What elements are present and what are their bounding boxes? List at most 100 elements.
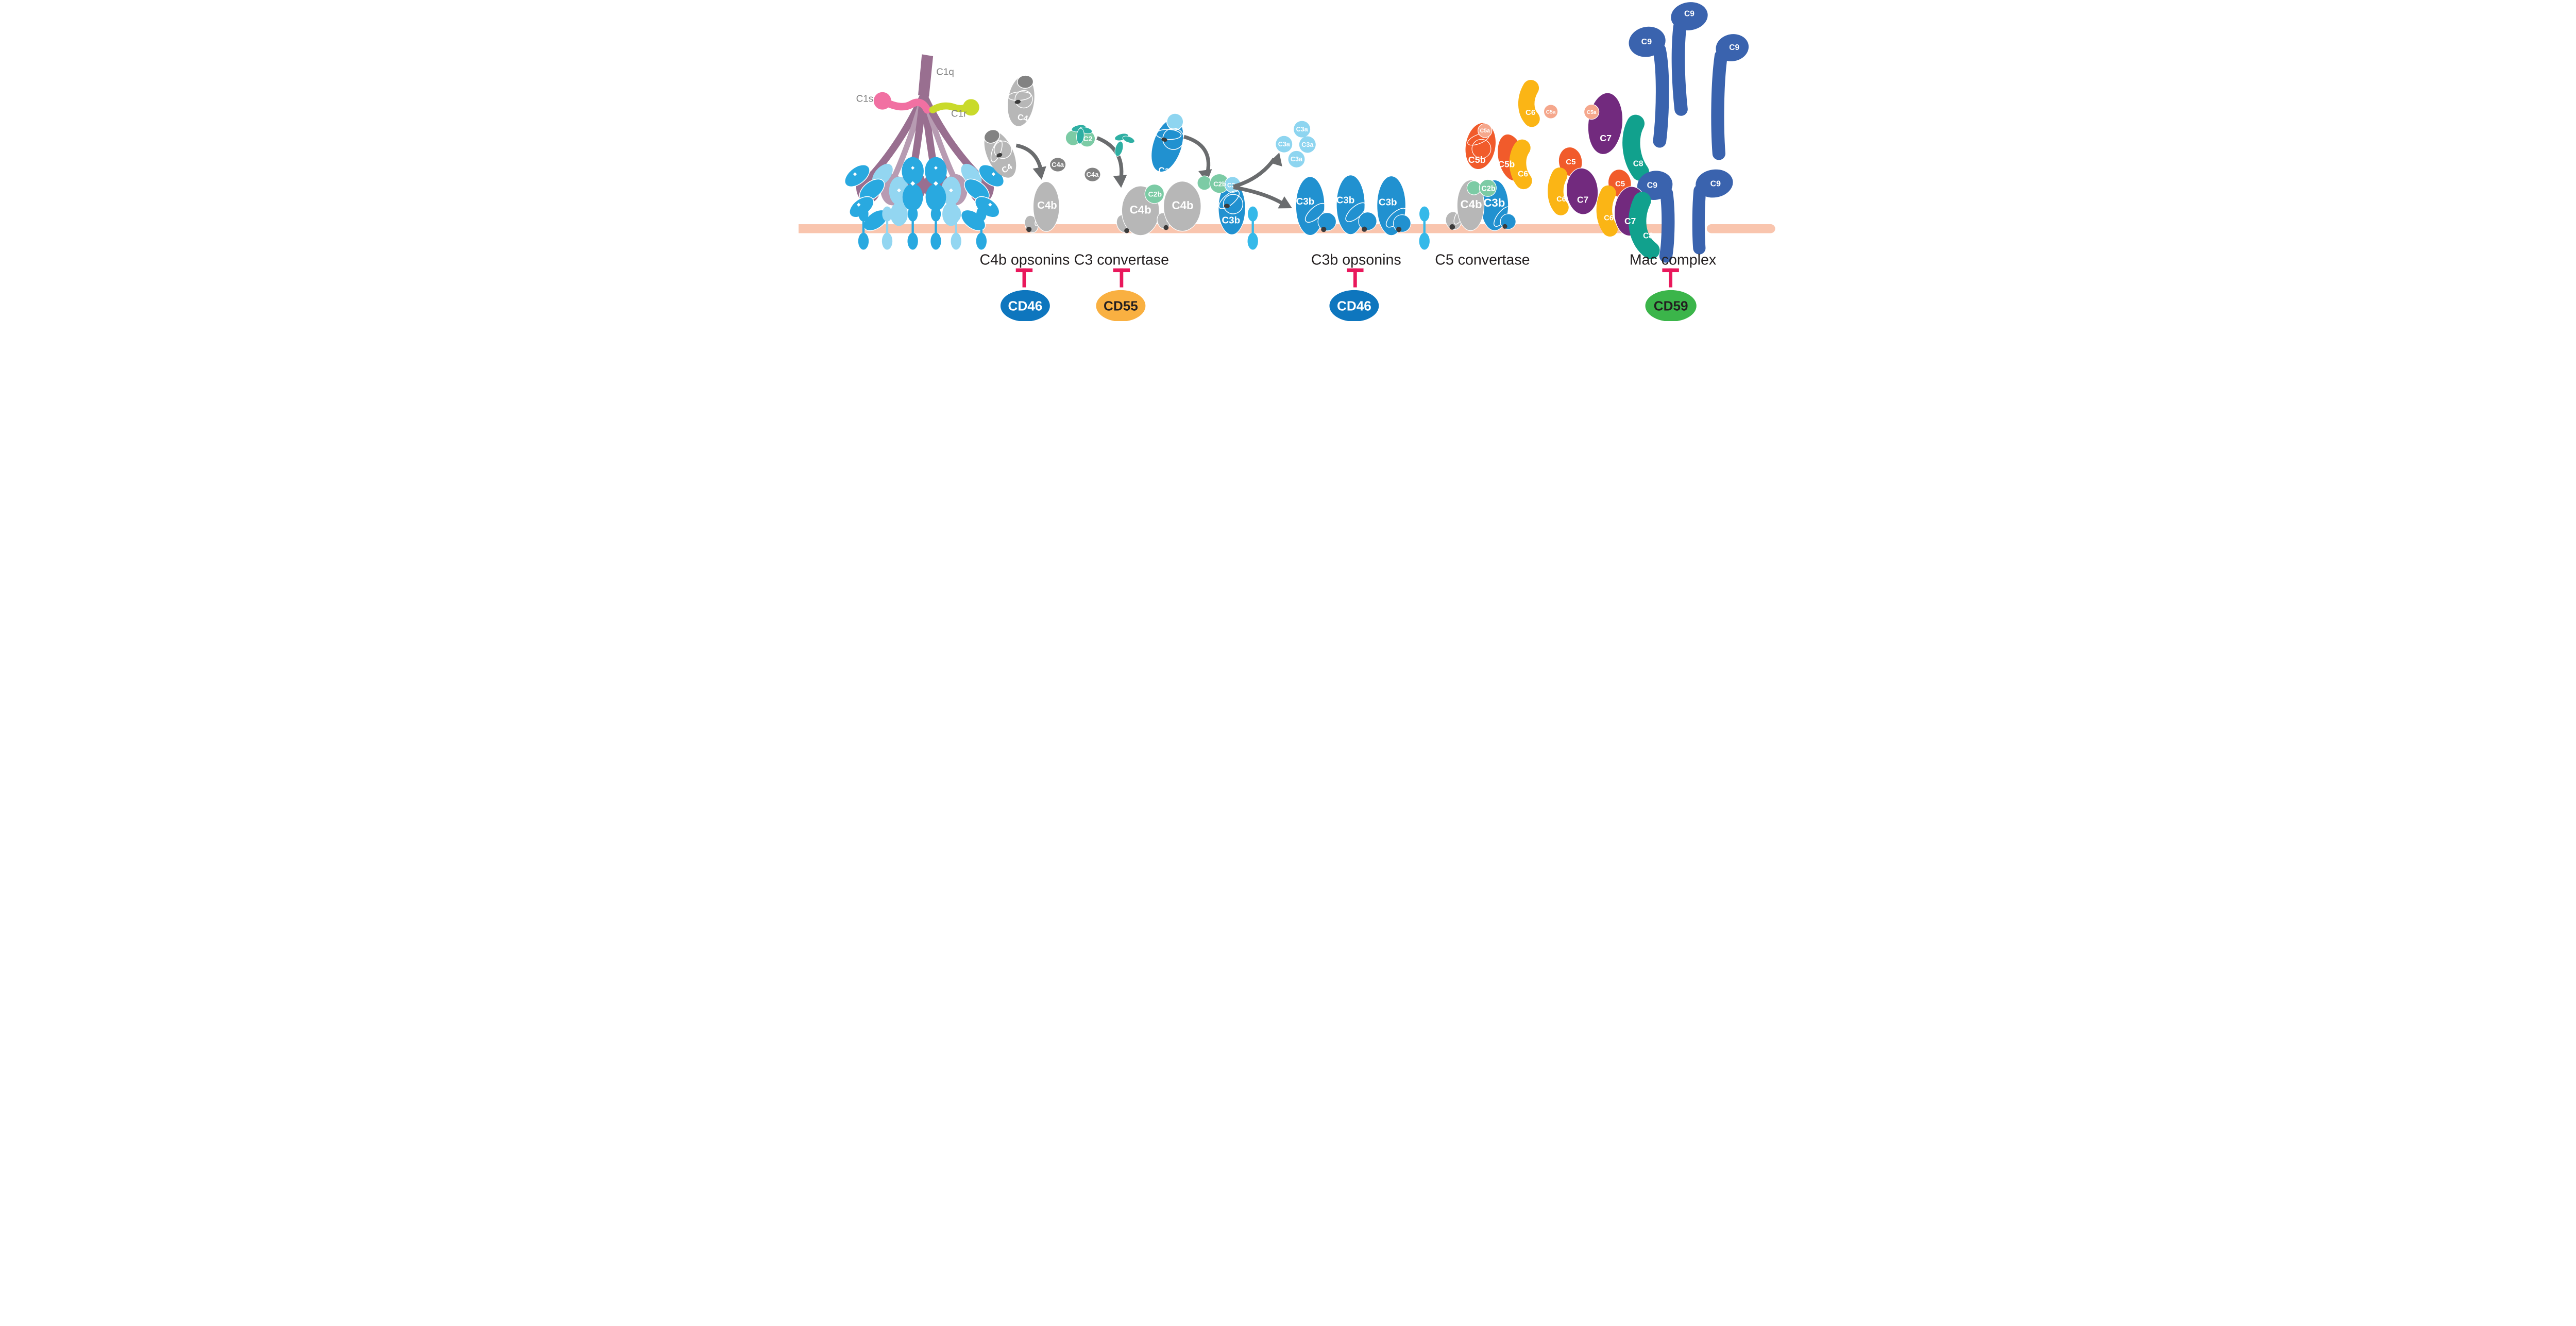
c3b-foot	[1358, 211, 1377, 231]
thioester-dot	[1321, 227, 1327, 232]
label-c5: C5	[1566, 158, 1575, 166]
thioester-dot	[1224, 204, 1230, 208]
c6-molecule	[1548, 167, 1569, 215]
label-c1s: C1s	[856, 93, 874, 104]
c4a-fragment: C4a	[1050, 158, 1066, 172]
c5a-fragment	[1583, 104, 1600, 120]
label-c5a: C5a	[1587, 110, 1597, 115]
c8-molecule	[1629, 192, 1660, 260]
antibody-cluster	[844, 157, 1005, 250]
label-c1r: C1r	[951, 108, 967, 119]
label-c2: C2	[1083, 135, 1093, 143]
label-c3a: C3a	[1278, 141, 1291, 148]
label-cd46: CD46	[1337, 298, 1371, 314]
c1q-stalk	[918, 54, 934, 97]
label-c8: C8	[1633, 160, 1643, 169]
label-c3a: C3a	[1301, 141, 1314, 148]
tbar-cd55	[1113, 268, 1130, 288]
label-c6: C6	[1518, 170, 1528, 179]
c1r-molecule	[929, 99, 979, 116]
c2b-subunit	[1479, 179, 1497, 197]
c4-head	[1016, 75, 1034, 89]
c2b-subunit	[1144, 183, 1165, 204]
c9-molecule: C9	[1692, 169, 1733, 255]
thioester-dot	[1124, 228, 1129, 233]
thioester-dot	[1449, 224, 1455, 230]
c3a-fragments: C3a C3a C3a C3a	[1276, 121, 1316, 167]
c9-molecule	[1637, 171, 1675, 263]
label-cd46: CD46	[1008, 298, 1042, 314]
badge-cd59: CD59	[1645, 290, 1697, 322]
complement-pathway-diagram: C1q C1s C1r	[799, 0, 1777, 322]
label-c8: C8	[1643, 232, 1653, 241]
fold-outline	[993, 140, 1012, 159]
caption-mac-complex: Mac complex	[1630, 252, 1716, 268]
thioester-dot	[1362, 226, 1367, 232]
antibody-column	[902, 157, 924, 213]
caption-c3-convertase: C3 convertase	[1074, 252, 1169, 268]
badge-cd46-2: CD46	[1329, 290, 1379, 322]
fold-outline	[1345, 202, 1367, 222]
arrow-c3-to-complex	[1183, 135, 1214, 183]
inhibition-tbars	[1015, 268, 1679, 288]
c5a-subunit	[1478, 123, 1493, 138]
c3b-opsonin: C3b	[1336, 174, 1377, 235]
antibody-fab	[844, 164, 870, 188]
c3b-opsonin: C3b	[1377, 175, 1411, 236]
c2a-fragment	[1114, 133, 1135, 157]
label-c7: C7	[1600, 133, 1612, 143]
fork-arrows	[1233, 150, 1296, 214]
label-c3b: C3b	[1336, 195, 1355, 206]
thioester-dot	[1502, 224, 1507, 229]
label-c9: C9	[1647, 181, 1658, 190]
thioester-dot	[996, 153, 1003, 158]
label-c1q: C1q	[936, 66, 954, 77]
label-c5b: C5b	[1498, 159, 1515, 170]
fold-outline	[1223, 194, 1244, 214]
c3-molecule	[1151, 113, 1184, 172]
thioester-dot	[1161, 137, 1167, 142]
label-c9: C9	[1684, 9, 1694, 18]
c3b-foot	[1317, 212, 1337, 231]
label-c3a: C3a	[1296, 126, 1309, 133]
c9-molecule: C9	[1671, 2, 1708, 116]
antibody-column	[925, 157, 947, 213]
mac-complex-assembly: C5 C6 C7 C5 C6 C7 C8 C9 C9	[1548, 146, 1733, 263]
caption-c4b-opsonins: C4b opsonins	[980, 252, 1070, 268]
label-c4b: C4b	[1037, 200, 1057, 211]
label-c3b: C3b	[1379, 197, 1397, 208]
inhibitor-badges: CD46 CD55 CD46 CD59	[1000, 290, 1697, 322]
label-c9: C9	[1710, 179, 1721, 188]
c3b-body	[1295, 176, 1325, 236]
c6-molecule	[1596, 185, 1618, 237]
label-c3b: C3b	[1483, 196, 1505, 209]
diagram-canvas: C1q C1s C1r	[799, 2, 1775, 322]
c9-molecule: C9	[1629, 26, 1669, 148]
c3b-foot	[1393, 214, 1411, 233]
label-c6: C6	[1604, 214, 1614, 223]
fold-outline	[1218, 190, 1240, 209]
c7-molecule	[1588, 93, 1623, 154]
arrowhead	[1278, 196, 1296, 214]
c8-molecule	[1622, 114, 1649, 181]
label-c4a: C4a	[1052, 161, 1064, 169]
c4b-body	[1163, 181, 1201, 232]
c6-molecule	[1518, 80, 1540, 127]
c4b-opsonin: C4b	[1024, 181, 1060, 233]
badge-cd46-1: CD46	[1000, 290, 1050, 322]
label-c7: C7	[1624, 216, 1636, 226]
tbar-cd46-1	[1015, 268, 1033, 288]
c5a-fragment	[1544, 105, 1558, 119]
arrow-c4-to-c4b	[1015, 143, 1048, 181]
label-cd59: CD59	[1654, 298, 1688, 314]
thioester-dot	[1026, 227, 1032, 232]
thioester-dot	[1014, 99, 1021, 104]
c2-molecule: C2	[1065, 124, 1095, 147]
label-c3: C3	[1158, 165, 1170, 177]
c2-subunit	[1197, 175, 1212, 191]
c6-c5a-floating: C6 C5a	[1518, 80, 1558, 127]
c4a-fragment: C4a	[1084, 167, 1100, 181]
badge-cd55: CD55	[1096, 290, 1146, 322]
antibody-fc-light	[890, 202, 908, 226]
label-c2b: C2b	[1481, 185, 1496, 193]
